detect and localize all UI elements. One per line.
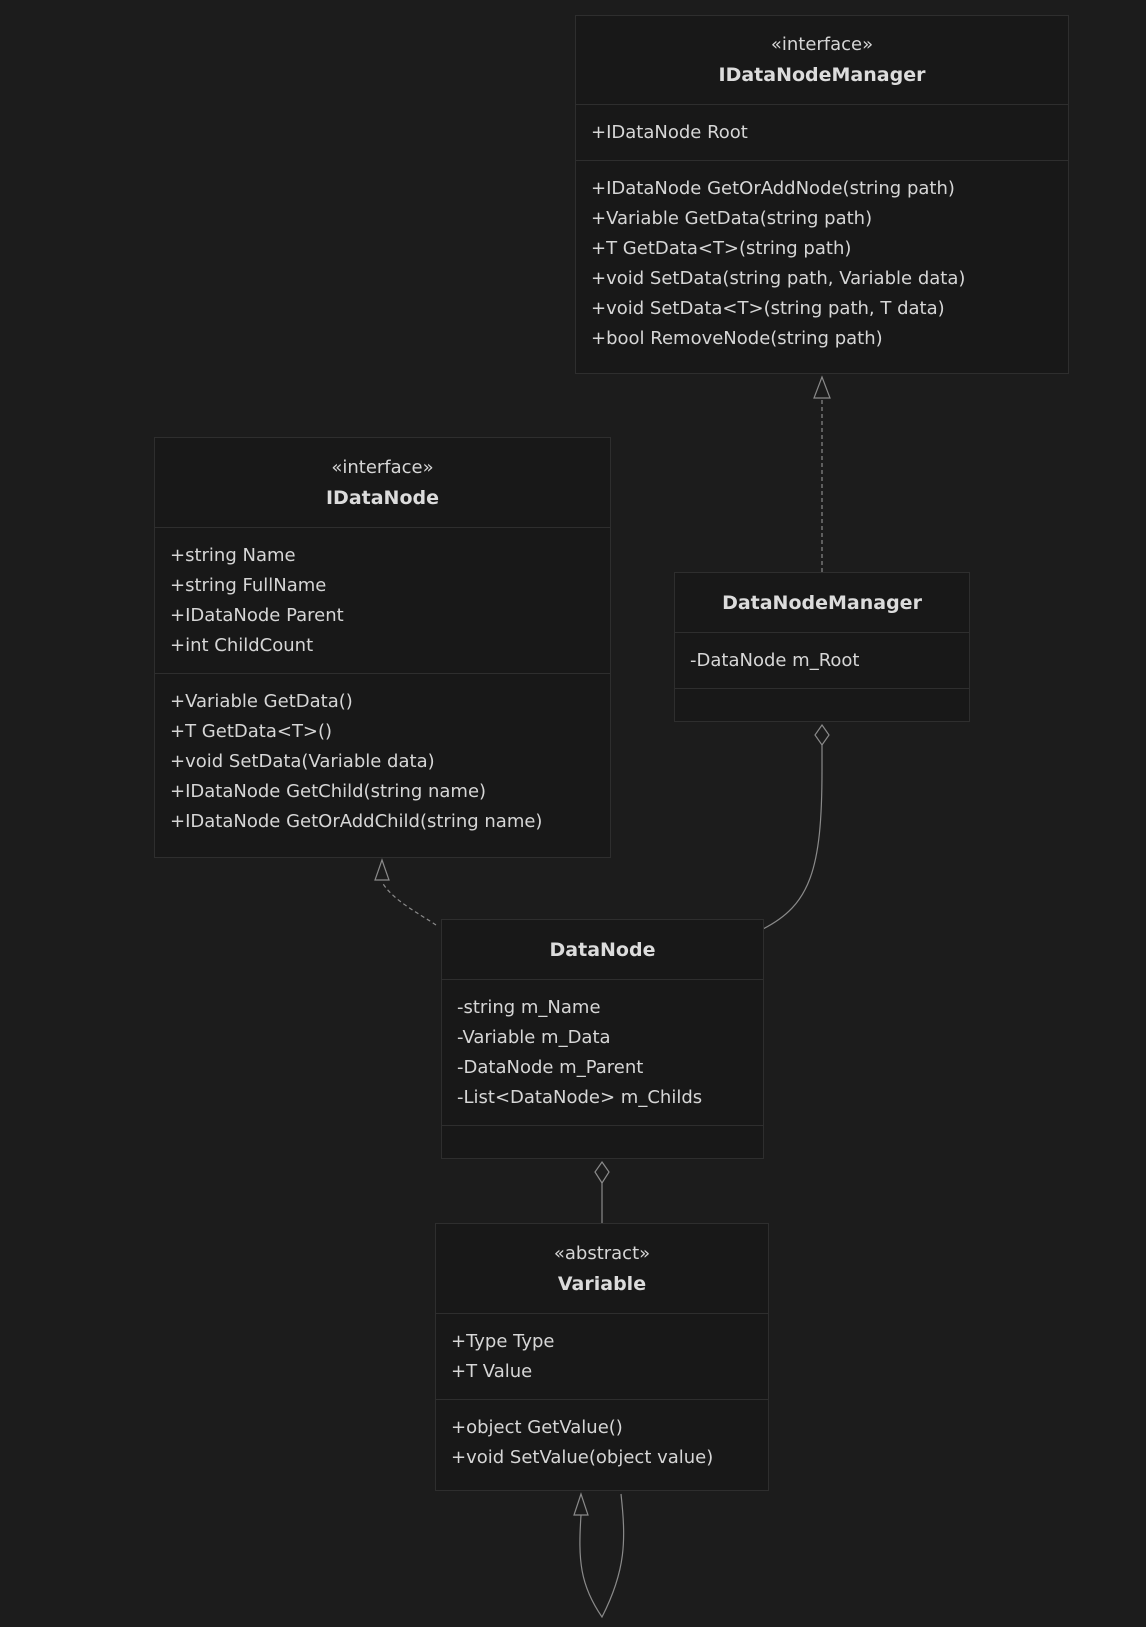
class-header: DataNodeManager [675, 573, 969, 633]
method-row: +void SetValue(object value) [451, 1447, 714, 1468]
class-header: DataNode [442, 920, 763, 980]
class-name: IDataNode [325, 486, 439, 509]
attributes-section: -DataNode m_Root [675, 633, 969, 689]
aggregation-manager-diamond [814, 723, 830, 747]
class-idatanodemanager[interactable]: «interface» IDataNodeManager +IDataNode … [575, 15, 1069, 374]
inheritance-variable-loop [579, 1493, 625, 1619]
aggregation-manager-datanode-line [762, 745, 823, 930]
class-name: IDataNodeManager [718, 64, 926, 86]
class-name: DataNode [549, 938, 656, 961]
attribute-row: +int ChildCount [170, 635, 314, 656]
attribute-row: +IDataNode Parent [170, 605, 344, 626]
method-row: +IDataNode GetOrAddChild(string name) [170, 811, 543, 832]
attribute-row: -string m_Name [457, 997, 601, 1018]
class-variable[interactable]: «abstract» Variable +Type Type +T Value … [435, 1223, 769, 1491]
method-row: +void SetData(string path, Variable data… [591, 268, 966, 289]
attribute-row: -Variable m_Data [457, 1027, 611, 1048]
stereotype-label: «interface» [770, 34, 874, 55]
attribute-row: +Type Type [451, 1331, 555, 1352]
class-name: Variable [557, 1272, 647, 1295]
attribute-row: +IDataNode Root [591, 122, 748, 143]
methods-section: +Variable GetData() +T GetData<T>() +voi… [155, 674, 610, 849]
aggregation-datanode-diamond [594, 1160, 610, 1185]
stereotype-label: «abstract» [553, 1242, 651, 1264]
methods-section [675, 689, 969, 719]
method-row: +Variable GetData() [170, 691, 353, 712]
class-header: «abstract» Variable [436, 1224, 768, 1314]
methods-section: +IDataNode GetOrAddNode(string path) +Va… [576, 161, 1068, 366]
method-row: +object GetValue() [451, 1417, 623, 1438]
attributes-section: +Type Type +T Value [436, 1314, 768, 1400]
stereotype-label: «interface» [331, 456, 434, 478]
class-header: «interface» IDataNode [155, 438, 610, 528]
attribute-row: +string Name [170, 545, 296, 566]
method-row: +IDataNode GetOrAddNode(string path) [591, 178, 955, 199]
realization-datanode-arrowhead [374, 858, 390, 881]
methods-section [442, 1126, 763, 1156]
inheritance-variable-arrowhead [573, 1492, 589, 1516]
method-row: +void SetData(Variable data) [170, 751, 435, 772]
class-idatanode[interactable]: «interface» IDataNode +string Name +stri… [154, 437, 611, 858]
attribute-row: +T Value [451, 1361, 533, 1382]
method-row: +IDataNode GetChild(string name) [170, 781, 487, 802]
attribute-row: -DataNode m_Parent [457, 1057, 644, 1078]
attributes-section: +IDataNode Root [576, 105, 1068, 161]
class-name: DataNodeManager [722, 591, 922, 614]
method-row: +T GetData<T>(string path) [591, 238, 852, 259]
attributes-section: -string m_Name -Variable m_Data -DataNod… [442, 980, 763, 1126]
methods-section: +object GetValue() +void SetValue(object… [436, 1400, 768, 1485]
class-datanode[interactable]: DataNode -string m_Name -Variable m_Data… [441, 919, 764, 1159]
attribute-row: -List<DataNode> m_Childs [457, 1087, 703, 1108]
attribute-row: +string FullName [170, 575, 327, 596]
method-row: +void SetData<T>(string path, T data) [591, 298, 945, 319]
attribute-row: -DataNode m_Root [690, 650, 860, 671]
class-datanodemanager[interactable]: DataNodeManager -DataNode m_Root [674, 572, 970, 722]
attributes-section: +string Name +string FullName +IDataNode… [155, 528, 610, 674]
realization-datanode-line [381, 881, 437, 926]
method-row: +bool RemoveNode(string path) [591, 328, 883, 349]
method-row: +T GetData<T>() [170, 721, 333, 742]
realization-manager-arrowhead [813, 375, 831, 399]
method-row: +Variable GetData(string path) [591, 208, 873, 229]
class-header: «interface» IDataNodeManager [576, 16, 1068, 105]
